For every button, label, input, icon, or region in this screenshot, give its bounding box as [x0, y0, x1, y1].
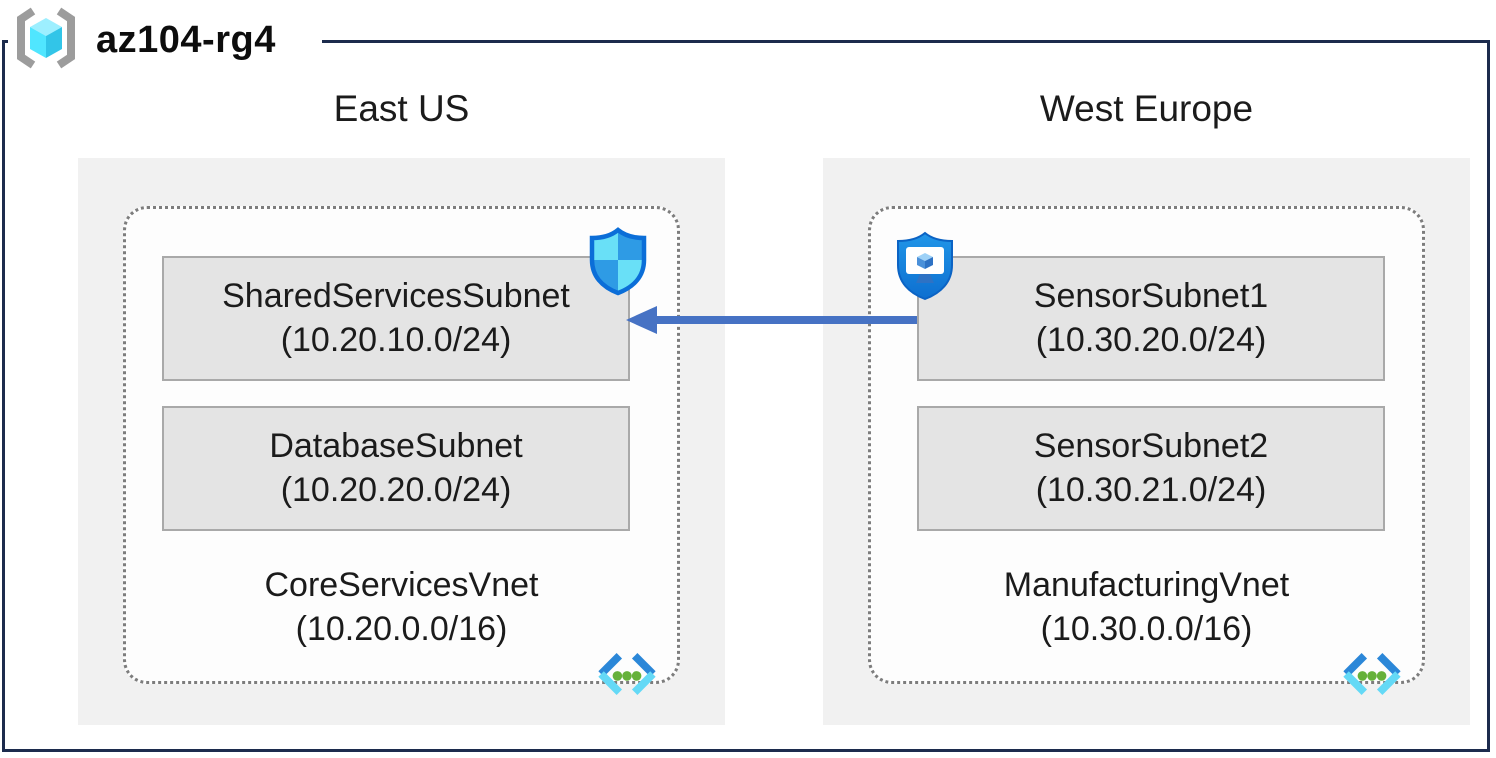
subnet-sharedservices: SharedServicesSubnet (10.20.10.0/24) [162, 256, 630, 381]
vnet-icon [594, 650, 660, 698]
subnet-cidr: (10.20.10.0/24) [280, 320, 512, 359]
nsg-shield-icon [586, 226, 650, 301]
subnet-name: SharedServicesSubnet [222, 276, 570, 315]
subnet-sensor1: SensorSubnet1 (10.30.20.0/24) [917, 256, 1385, 381]
resource-group-title: az104-rg4 [96, 18, 276, 61]
region-label-east-us: East US [333, 88, 470, 129]
subnet-name: SensorSubnet1 [1033, 276, 1269, 315]
subnet-cidr: (10.30.20.0/24) [1035, 320, 1267, 359]
subnet-cidr: (10.20.20.0/24) [280, 470, 512, 509]
vnet-name: ManufacturingVnet [1003, 566, 1290, 604]
vnet-label-manufacturing: ManufacturingVnet (10.30.0.0/16) [868, 563, 1425, 651]
subnet-database: DatabaseSubnet (10.20.20.0/24) [162, 406, 630, 531]
subnet-sensor2: SensorSubnet2 (10.30.21.0/24) [917, 406, 1385, 531]
resource-group-frame [2, 40, 1490, 752]
vnet-label-coreservices: CoreServicesVnet (10.20.0.0/16) [123, 563, 680, 651]
region-label-west-europe: West Europe [1039, 88, 1254, 129]
subnet-cidr: (10.30.21.0/24) [1035, 470, 1267, 509]
peering-arrow [626, 306, 917, 334]
resource-group-header: az104-rg4 [8, 4, 322, 76]
vnet-icon [1339, 650, 1405, 698]
resource-group-icon [8, 6, 84, 75]
vnet-cidr: (10.20.0.0/16) [295, 610, 508, 649]
vnet-name: CoreServicesVnet [264, 566, 539, 604]
vnet-cidr: (10.30.0.0/16) [1040, 610, 1253, 649]
subnet-name: DatabaseSubnet [269, 426, 523, 465]
subnet-name: SensorSubnet2 [1033, 426, 1269, 465]
shield-monitor-icon [893, 230, 957, 307]
